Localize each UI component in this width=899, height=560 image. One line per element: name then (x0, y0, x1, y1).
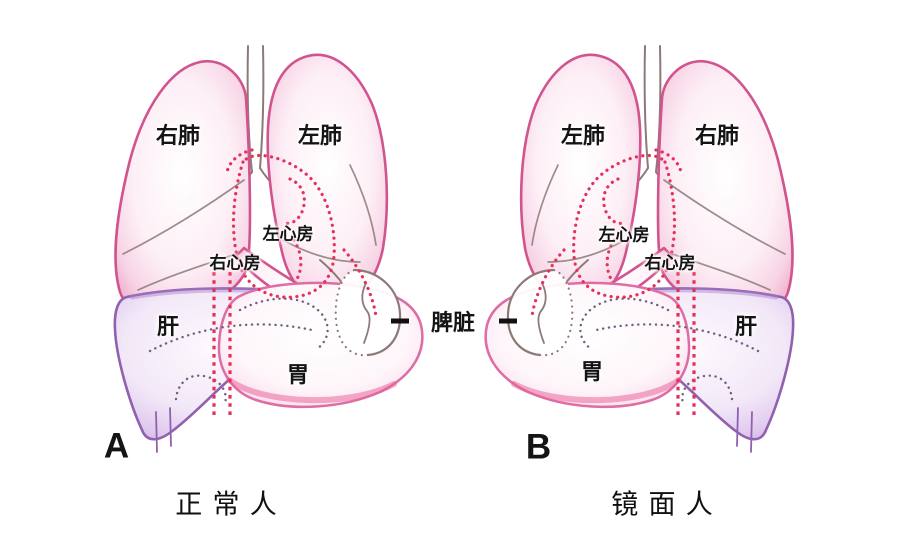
panel-a-artwork (115, 46, 423, 452)
label-b-liver: 肝 (734, 314, 758, 339)
label-a-left-atrium: 左心房 (262, 224, 314, 244)
label-a-stomach: 胃 (286, 362, 310, 387)
label-a-left-lung: 左肺 (297, 123, 343, 148)
label-b-right-atrium: 右心房 (644, 253, 696, 273)
label-b-right-lung: 右肺 (694, 123, 740, 148)
panel-letter-a: A (103, 426, 131, 466)
label-b-left-atrium: 左心房 (598, 225, 650, 245)
label-a-right-atrium: 右心房 (209, 253, 261, 273)
label-a-liver: 肝 (156, 314, 180, 339)
label-a-right-lung: 右肺 (155, 123, 201, 148)
caption-mirror-person: 镜面人 (611, 489, 724, 520)
panel-b-artwork-mirrored (486, 46, 794, 452)
label-b-stomach: 胃 (580, 359, 604, 384)
panel-letter-b: B (525, 427, 553, 467)
label-b-left-lung: 左肺 (560, 123, 606, 148)
label-spleen: 脾脏 (430, 310, 476, 335)
caption-normal-person: 正常人 (175, 489, 288, 520)
